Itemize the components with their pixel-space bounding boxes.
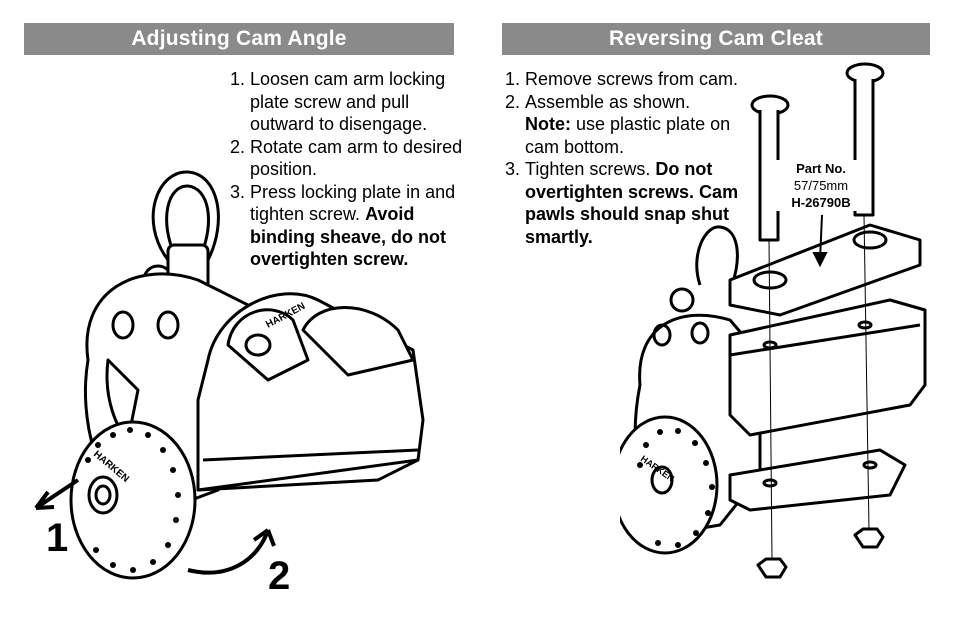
note-text: use plastic plate on cam bottom. <box>525 114 731 157</box>
reversed-cam-exploded-illustration: HARKEN <box>620 62 927 579</box>
left-step-2: 2.Rotate cam arm to desired position. <box>230 136 470 181</box>
right-step-2: 2.Assemble as shown. <box>505 91 750 114</box>
step-number: 3. <box>505 159 521 179</box>
callout-number-1: 1 <box>46 516 69 560</box>
step-text: Assemble as shown. <box>525 91 691 112</box>
step-number: 1. <box>230 69 246 89</box>
step-text: Rotate cam arm to desired position. <box>250 136 463 180</box>
step-number: 2. <box>505 91 521 112</box>
right-instruction-list: 1.Remove screws from cam. 2.Assemble as … <box>505 68 750 248</box>
right-step-3: 3.Tighten screws. Do not overtighten scr… <box>505 158 750 248</box>
right-step-1: 1.Remove screws from cam. <box>505 68 750 91</box>
step-number: 1. <box>505 69 521 89</box>
part-code: H-26790B <box>791 195 851 210</box>
step-text: Remove screws from cam. <box>525 69 739 89</box>
left-step-1: 1.Loosen cam arm locking plate screw and… <box>230 68 470 136</box>
part-size: 57/75mm <box>793 178 849 193</box>
right-step-note: Note: use plastic plate on cam bottom. <box>505 113 750 158</box>
block-with-cam-illustration: HARKEN HARKEN <box>34 170 425 580</box>
left-step-3: 3.Press locking plate in and tighten scr… <box>230 181 470 271</box>
part-number-label: Part No. 57/75mm H-26790B <box>776 160 866 211</box>
step-warning: Avoid binding sheave, do not overtighten… <box>250 204 447 269</box>
note-label: Note: <box>525 114 571 134</box>
step-number: 2. <box>230 136 246 157</box>
callout-number-2: 2 <box>268 554 291 598</box>
part-no-heading: Part No. <box>796 161 846 176</box>
step-text: Loosen cam arm locking plate screw and p… <box>250 69 446 134</box>
left-instruction-list: 1.Loosen cam arm locking plate screw and… <box>230 68 470 271</box>
step-text: Tighten screws. <box>525 159 656 179</box>
section-header-adjusting-cam-angle: Adjusting Cam Angle <box>24 23 454 55</box>
step-warning: Do not overtighten screws. Cam pawls sho… <box>525 159 739 247</box>
step-text: Press locking plate in and tighten screw… <box>250 181 456 225</box>
section-header-reversing-cam-cleat: Reversing Cam Cleat <box>502 23 930 55</box>
step-number: 3. <box>230 181 246 202</box>
